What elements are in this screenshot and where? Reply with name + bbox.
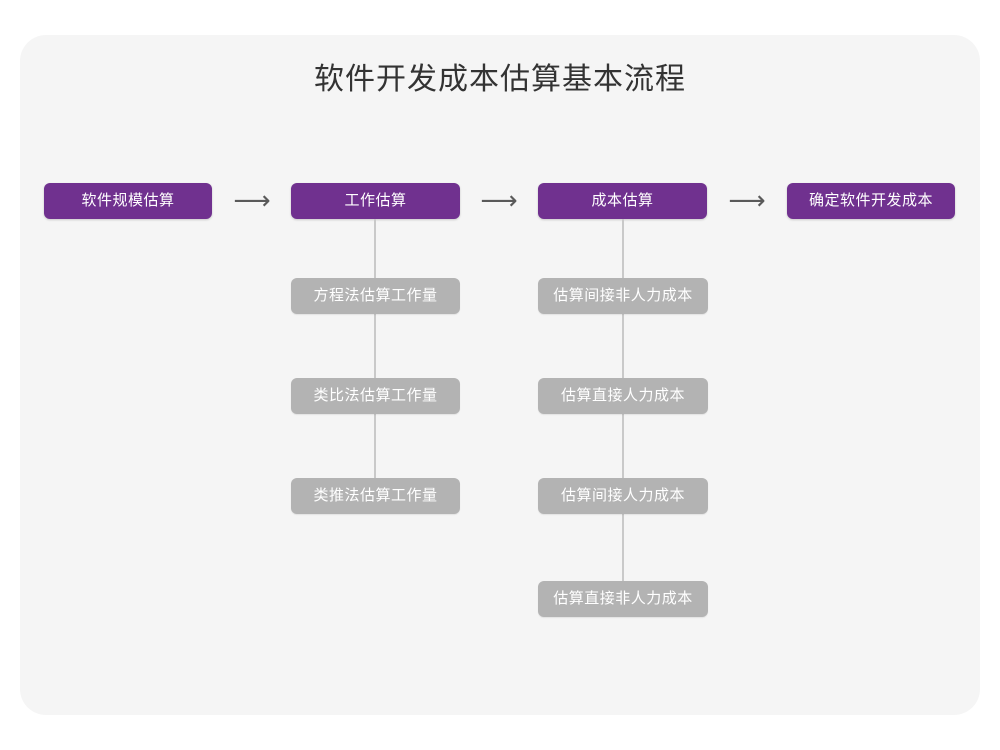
stage-node-software-scale-estimation[interactable]: 软件规模估算 — [44, 183, 212, 219]
sub-node-effort-2[interactable]: 类比法估算工作量 — [291, 378, 460, 414]
slide-card — [20, 35, 980, 715]
sub-node-cost-2[interactable]: 估算直接人力成本 — [538, 378, 708, 414]
stage-node-determine-development-cost[interactable]: 确定软件开发成本 — [787, 183, 955, 219]
stage-node-effort-estimation[interactable]: 工作估算 — [291, 183, 460, 219]
stage-node-cost-estimation[interactable]: 成本估算 — [538, 183, 707, 219]
connector-line-effort-branch — [374, 219, 376, 479]
sub-node-effort-3[interactable]: 类推法估算工作量 — [291, 478, 460, 514]
sub-node-effort-1[interactable]: 方程法估算工作量 — [291, 278, 460, 314]
arrow-right-icon: ⟶ — [233, 186, 271, 216]
sub-node-cost-4[interactable]: 估算直接非人力成本 — [538, 581, 708, 617]
page-title: 软件开发成本估算基本流程 — [314, 63, 686, 96]
arrow-right-icon: ⟶ — [728, 186, 766, 216]
sub-node-cost-3[interactable]: 估算间接人力成本 — [538, 478, 708, 514]
sub-node-cost-1[interactable]: 估算间接非人力成本 — [538, 278, 708, 314]
arrow-right-icon: ⟶ — [480, 186, 518, 216]
